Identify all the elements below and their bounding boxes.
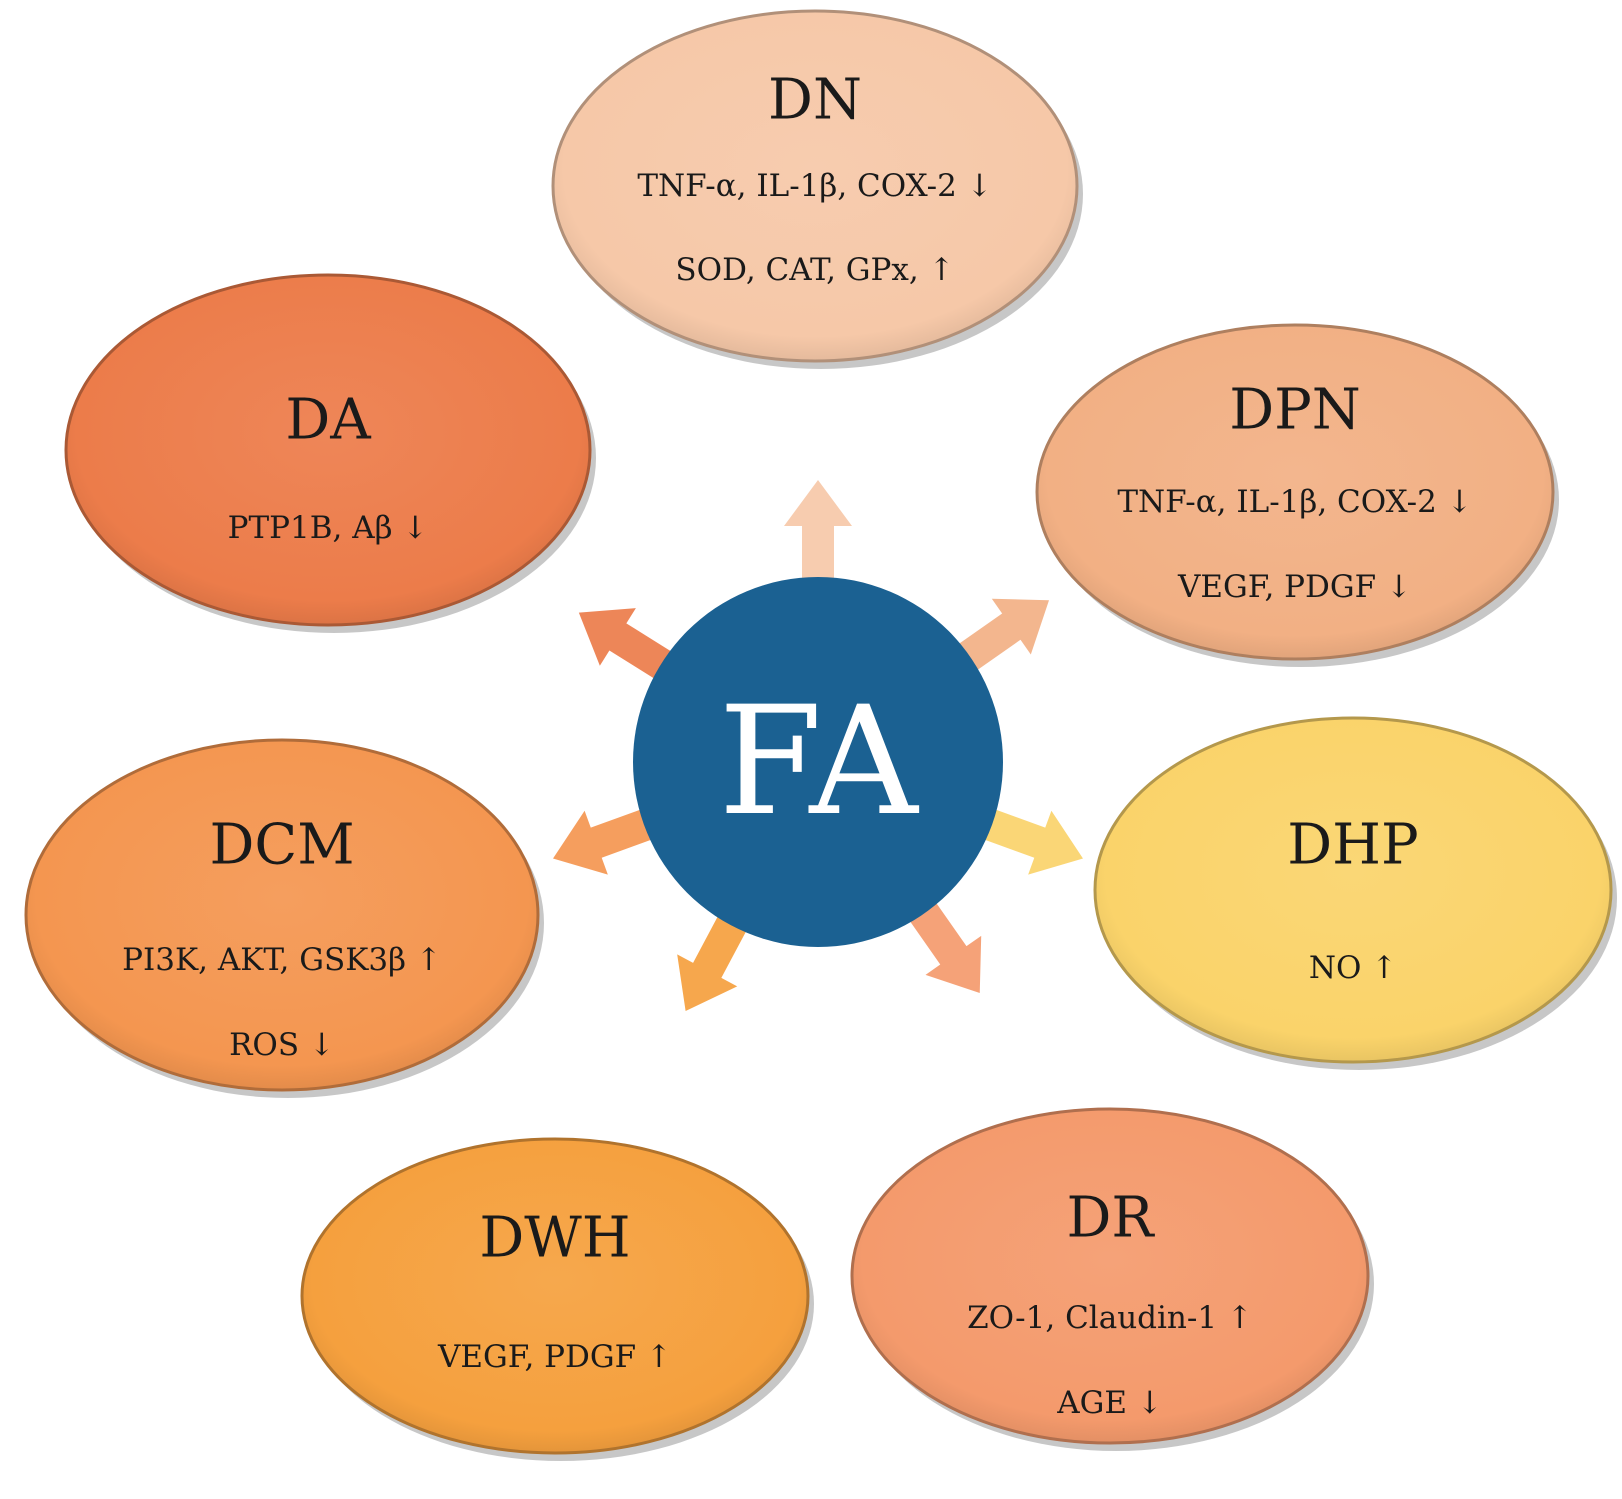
node-da-title: DA <box>285 388 371 453</box>
node-dr-line-2: AGE ↓ <box>1056 1385 1163 1421</box>
center-node: FA <box>633 577 1003 947</box>
node-dpn-line-2: VEGF, PDGF ↓ <box>1177 569 1412 605</box>
node-dpn-ellipse <box>1035 323 1555 661</box>
node-dcm-title: DCM <box>209 813 354 878</box>
node-dcm: DCM PI3K, AKT, GSK3β ↑ ROS ↓ <box>24 738 544 1098</box>
node-dhp-ellipse <box>1093 716 1613 1064</box>
node-dwh: DWH VEGF, PDGF ↑ <box>300 1137 814 1461</box>
node-dr: DR ZO-1, Claudin-1 ↑ AGE ↓ <box>850 1107 1374 1451</box>
node-dr-ellipse <box>850 1107 1370 1445</box>
node-dwh-ellipse <box>300 1137 810 1455</box>
node-dpn-title: DPN <box>1229 378 1361 443</box>
node-dhp-line-1: NO ↑ <box>1309 950 1397 986</box>
node-da: DA PTP1B, Aβ ↓ <box>64 273 596 633</box>
node-dr-title: DR <box>1066 1186 1155 1251</box>
node-dhp: DHP NO ↑ <box>1093 716 1617 1070</box>
node-da-ellipse <box>64 273 592 627</box>
node-da-line-1: PTP1B, Aβ ↓ <box>228 510 429 546</box>
node-dcm-line-2: ROS ↓ <box>229 1027 335 1063</box>
node-dn-title: DN <box>768 68 862 133</box>
center-circle <box>633 577 1003 947</box>
node-dn-line-2: SOD, CAT, GPx, ↑ <box>675 252 954 288</box>
node-dhp-title: DHP <box>1287 813 1418 878</box>
node-dwh-title: DWH <box>479 1206 630 1271</box>
node-dn-line-1: TNF-α, IL-1β, COX-2 ↓ <box>637 168 992 204</box>
node-dpn-line-1: TNF-α, IL-1β, COX-2 ↓ <box>1117 484 1472 520</box>
node-dpn: DPN TNF-α, IL-1β, COX-2 ↓ VEGF, PDGF ↓ <box>1035 323 1559 667</box>
node-dn-ellipse <box>551 9 1079 363</box>
node-dwh-line-1: VEGF, PDGF ↑ <box>437 1339 672 1375</box>
center-label: FA <box>718 675 919 849</box>
node-dn: DN TNF-α, IL-1β, COX-2 ↓ SOD, CAT, GPx, ↑ <box>551 9 1083 369</box>
node-dr-line-1: ZO-1, Claudin-1 ↑ <box>967 1300 1253 1336</box>
node-dcm-line-1: PI3K, AKT, GSK3β ↑ <box>122 942 442 978</box>
arrow-1 <box>784 480 852 612</box>
node-dcm-ellipse <box>24 738 540 1092</box>
